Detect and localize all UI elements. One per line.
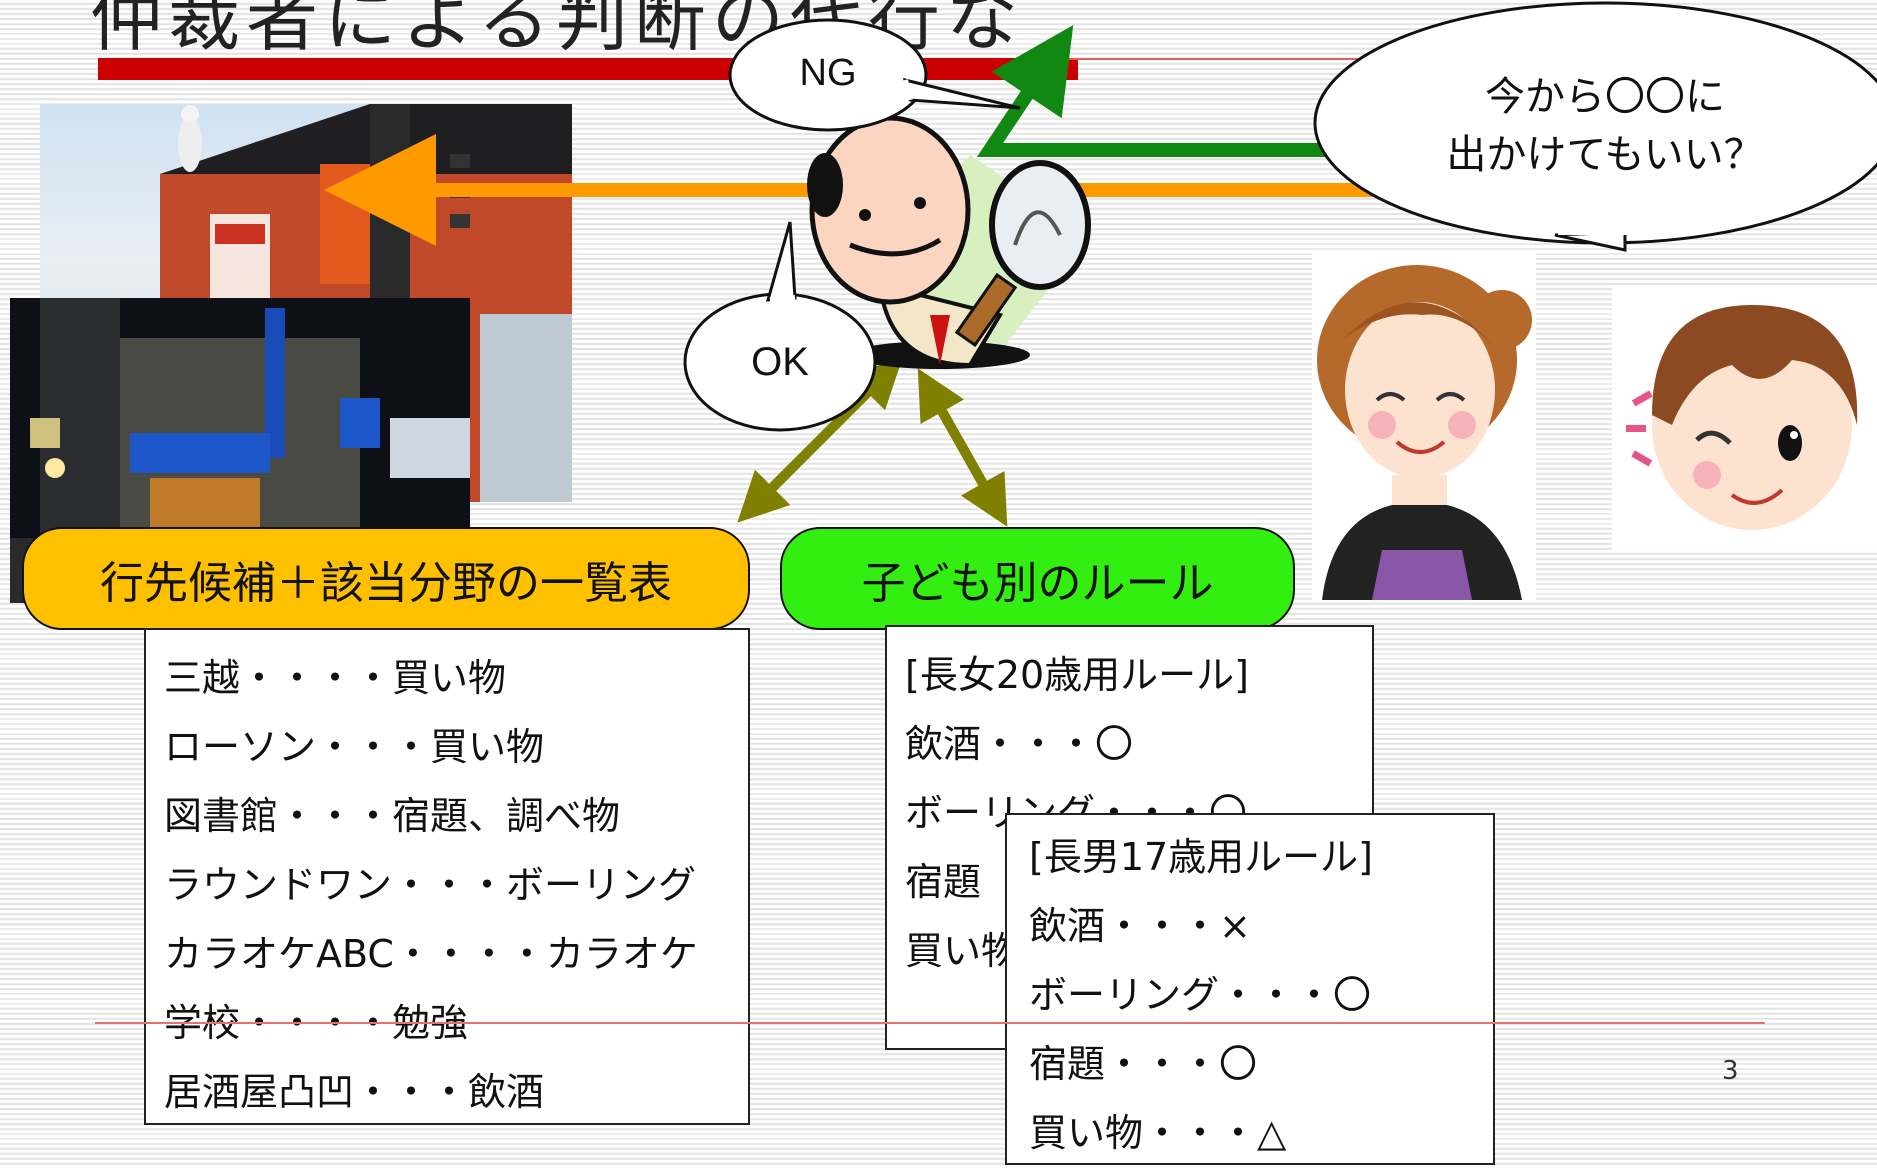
arbiter-with-magnifier-illustration bbox=[807, 115, 1091, 369]
question-bubble-line2: 出かけてもいい？ bbox=[1446, 133, 1764, 177]
daughter-rule-item: 宿題 bbox=[905, 860, 982, 904]
destination-row: 図書館・・・宿題、調べ物 bbox=[164, 794, 621, 838]
ng-bubble-label: NG bbox=[799, 52, 857, 94]
son-rule-item: 買い物・・・△ bbox=[1029, 1111, 1287, 1155]
daughter-illustration bbox=[1312, 250, 1536, 600]
destination-row: 三越・・・・買い物 bbox=[164, 656, 507, 700]
destination-list-panel: 三越・・・・買い物 ローソン・・・買い物 図書館・・・宿題、調べ物 ラウンドワン… bbox=[144, 628, 750, 1125]
destination-row: ラウンドワン・・・ボーリング bbox=[164, 863, 697, 907]
son-illustration bbox=[1612, 285, 1877, 550]
daughter-rules-title: [長女20歳用ルール] bbox=[905, 653, 1250, 697]
daughter-rule-item: 買い物 bbox=[905, 929, 1020, 973]
question-bubble-line1: 今から〇〇に bbox=[1485, 75, 1725, 119]
decision-return-arrow bbox=[976, 25, 1330, 157]
destination-row: ローソン・・・買い物 bbox=[164, 725, 545, 769]
son-rule-item: 宿題・・・〇 bbox=[1029, 1042, 1258, 1086]
destination-row: 居酒屋凸凹・・・飲酒 bbox=[164, 1070, 545, 1114]
destination-row: カラオケABC・・・・カラオケ bbox=[164, 932, 698, 976]
footer-rule-line bbox=[95, 1022, 1765, 1024]
child-rules-label: 子ども別のルール bbox=[780, 527, 1295, 630]
lookup-rules-arrow bbox=[917, 368, 1008, 527]
son-rule-item: 飲酒・・・× bbox=[1029, 904, 1251, 948]
ok-bubble-label: OK bbox=[751, 340, 809, 384]
son-rules-panel: [長男17歳用ルール] 飲酒・・・× ボーリング・・・〇 宿題・・・〇 買い物・… bbox=[1005, 813, 1495, 1165]
son-rules-title: [長男17歳用ルール] bbox=[1029, 835, 1374, 879]
page-number: 3 bbox=[1722, 1056, 1739, 1086]
son-rule-item: ボーリング・・・〇 bbox=[1029, 973, 1372, 1017]
destination-list-label: 行先候補＋該当分野の一覧表 bbox=[22, 527, 750, 630]
question-bubble: 今から〇〇に 出かけてもいい？ bbox=[1390, 68, 1820, 184]
daughter-rule-item: 飲酒・・・〇 bbox=[905, 722, 1134, 766]
